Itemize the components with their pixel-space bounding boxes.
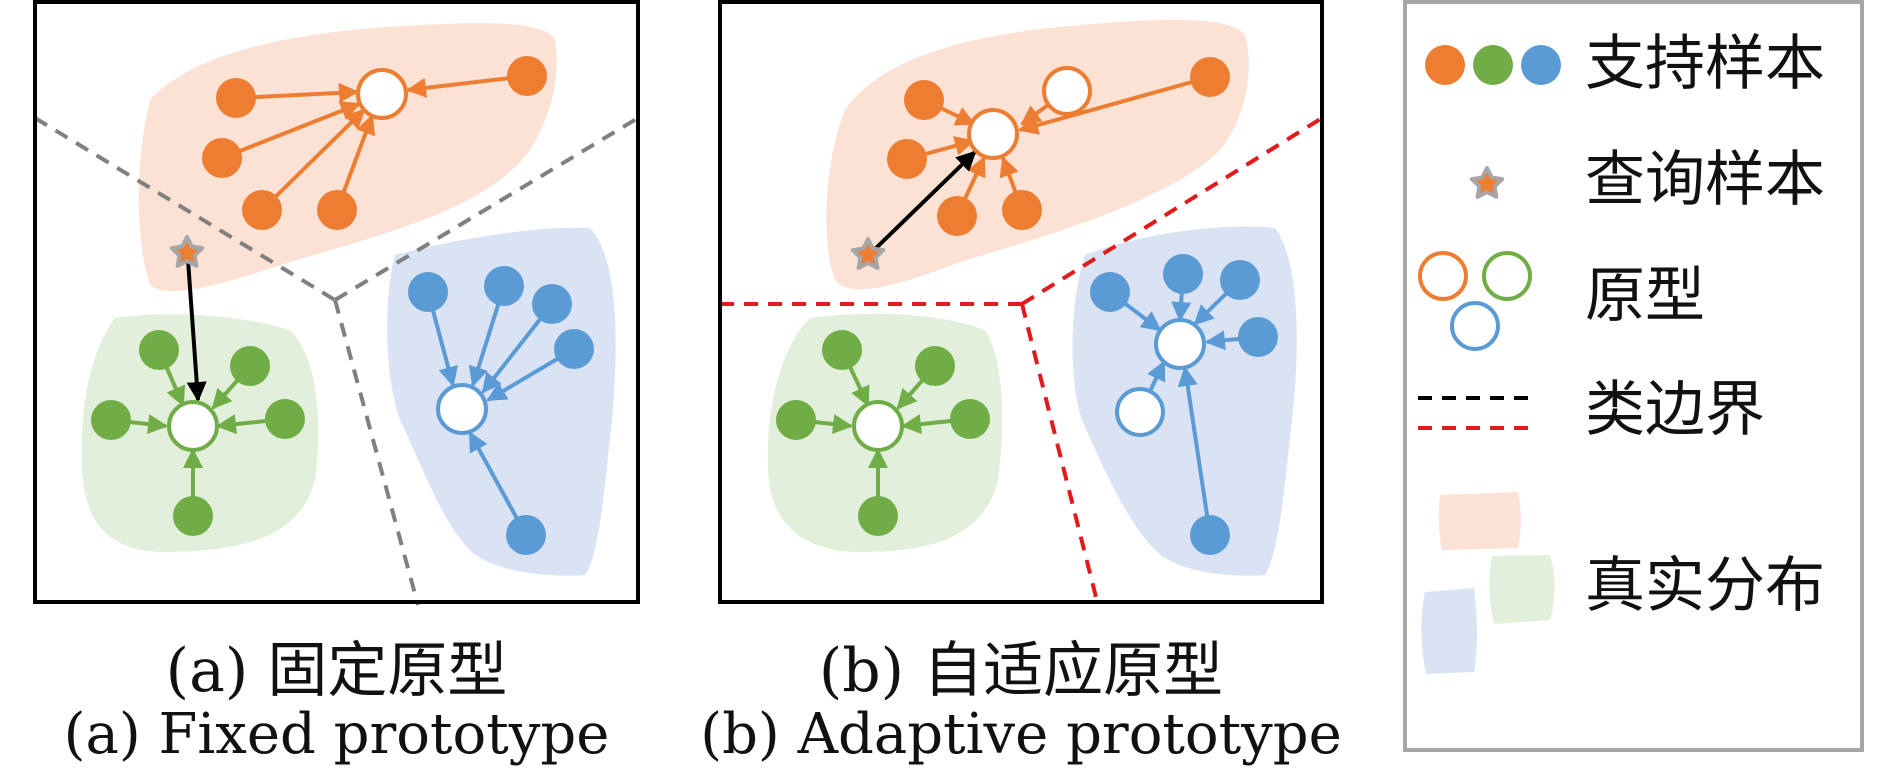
panel-a-caption-en: (a) Fixed prototype — [63, 702, 610, 767]
orange-prototype — [356, 68, 408, 120]
blue-prototype — [1154, 318, 1206, 370]
query-to-green-prototype-arrow — [186, 259, 207, 402]
legend-support-samples-label: 支持样本 — [1585, 29, 1825, 99]
blue-support-sample — [532, 284, 572, 324]
green-support-sample — [91, 400, 131, 440]
blue-prototype — [436, 383, 488, 435]
orange-support-sample — [317, 190, 357, 230]
blue-support-sample — [1220, 260, 1260, 300]
green-prototype — [852, 400, 904, 452]
class-boundary-gray — [33, 116, 640, 606]
legend-orange-prototype — [1418, 251, 1468, 301]
blue-support-sample — [1238, 317, 1278, 357]
legend-blue-dot — [1521, 45, 1561, 85]
panel-a-caption-zh: (a) 固定原型 — [165, 636, 508, 706]
blue-support-sample — [1163, 254, 1203, 294]
legend-prototype-label: 原型 — [1585, 261, 1705, 331]
legend-green-dot — [1473, 45, 1513, 85]
legend: 支持样本 查询样本 原型 类边界 真实分布 — [1403, 0, 1864, 752]
panel-b-frame — [718, 0, 1324, 604]
legend-class-boundary-label: 类边界 — [1585, 375, 1765, 445]
green-support-sample — [858, 496, 898, 536]
panel-b-caption-zh: (b) 自适应原型 — [818, 636, 1224, 706]
green-support-sample — [915, 346, 955, 386]
green-support-sample — [265, 399, 305, 439]
orange-support-sample — [1002, 190, 1042, 230]
orange-support-sample — [937, 196, 977, 236]
green-support-sample — [950, 399, 990, 439]
blue-support-sample — [408, 272, 448, 312]
orange-support-sample — [507, 56, 547, 96]
orange-support-sample — [242, 190, 282, 230]
panel-b — [718, 0, 1324, 606]
orange-support-sample — [887, 139, 927, 179]
blue-support-sample — [1090, 272, 1130, 312]
legend-orange-dot — [1425, 45, 1465, 85]
green-support-sample — [776, 400, 816, 440]
legend-green-prototype — [1482, 251, 1532, 301]
orange-support-sample — [904, 80, 944, 120]
blue-true-distribution-region — [1072, 226, 1297, 576]
legend-true-distribution-label: 真实分布 — [1585, 551, 1825, 621]
query-to-orange-prototype-arrow — [872, 150, 977, 252]
blue-support-sample — [484, 266, 524, 306]
blue-support-sample — [506, 515, 546, 555]
panel-a-frame — [33, 0, 640, 604]
green-support-sample — [822, 330, 862, 370]
orange-support-sample — [216, 78, 256, 118]
panel-b-caption-en: (b) Adaptive prototype — [700, 702, 1342, 767]
legend-query-sample-label: 查询样本 — [1585, 145, 1825, 215]
unlabeled-sample — [1115, 387, 1165, 437]
legend-blue-prototype — [1450, 301, 1500, 351]
legend-orange-region — [1438, 492, 1521, 550]
orange-support-sample — [1190, 57, 1230, 97]
green-support-sample — [139, 330, 179, 370]
orange-support-sample — [202, 138, 242, 178]
blue-support-sample — [1190, 515, 1230, 555]
unlabeled-sample — [1042, 66, 1092, 116]
orange-prototype — [967, 108, 1019, 160]
legend-query-star — [1469, 166, 1505, 199]
blue-support-sample — [554, 329, 594, 369]
legend-green-region — [1489, 555, 1555, 624]
green-prototype — [167, 400, 219, 452]
green-support-sample — [173, 496, 213, 536]
class-boundary-red — [720, 116, 1324, 606]
legend-blue-region — [1421, 588, 1477, 674]
green-support-sample — [230, 346, 270, 386]
panel-a — [33, 0, 640, 606]
legend-frame — [1403, 0, 1864, 752]
